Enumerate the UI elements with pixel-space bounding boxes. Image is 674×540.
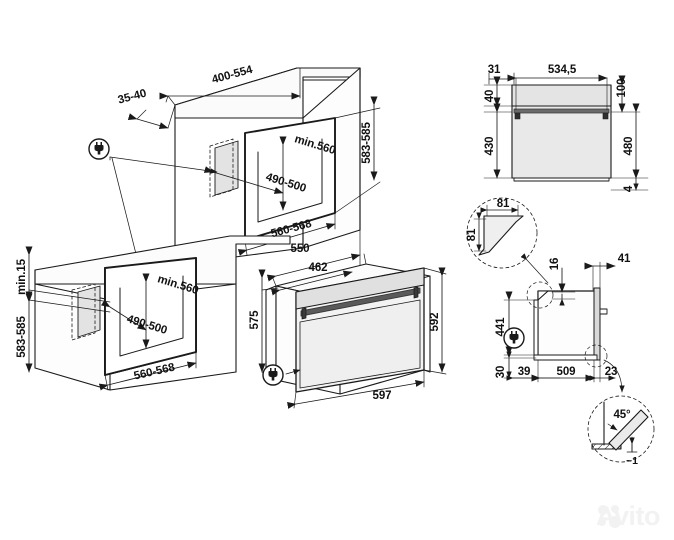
dim-front-overall-height: 480 — [623, 137, 635, 156]
oven-isometric-view — [265, 263, 431, 395]
dim-plan-right-offset: 23 — [605, 366, 618, 378]
dim-plan-side-offset: 41 — [618, 253, 631, 265]
dim-front-bottom-offset: 4 — [623, 185, 635, 192]
plan-view-dimensions — [503, 261, 616, 383]
dim-plan-left-offset: 39 — [518, 366, 531, 378]
dim-front-top-offset: 100 — [616, 79, 628, 98]
dim-corner-vertical: 81 — [466, 228, 478, 241]
dim-front-handle-width: 534,5 — [548, 64, 577, 76]
plug-icon — [503, 327, 525, 349]
dim-plan-front-offset: 30 — [495, 366, 507, 379]
dim-front-panel-height: 40 — [484, 90, 496, 103]
dim-front-door-height: 430 — [484, 137, 496, 156]
front-view-dimensions — [483, 72, 649, 191]
dim-angle-value: 45° — [613, 409, 631, 421]
angle-detail-view — [587, 395, 655, 463]
corner-detail-view — [466, 197, 538, 269]
dim-lower-top-clearance: min.15 — [16, 258, 28, 295]
corner-detail-dimensions — [473, 204, 549, 284]
dim-plan-inner-depth: 441 — [495, 317, 507, 337]
dim-upper-gap: 35-40 — [117, 88, 148, 107]
dim-front-left-offset: 31 — [488, 64, 501, 76]
upper-cabinet-dimensions — [127, 67, 381, 293]
dim-lower-front-height: 583-585 — [16, 316, 28, 358]
plan-view — [526, 281, 625, 393]
under-counter-dimensions — [25, 246, 197, 391]
watermark: Avito — [596, 503, 661, 530]
upper-cabinet-view — [174, 67, 361, 266]
dim-angle-thickness: ~1 — [626, 455, 638, 467]
dim-plan-body-width: 509 — [557, 366, 576, 378]
dim-oven-depth-body: 462 — [309, 262, 328, 274]
front-view — [511, 84, 612, 182]
dim-oven-depth-total: 550 — [291, 243, 310, 255]
avito-logo-icon — [598, 505, 621, 528]
dim-upper-front-height: 583-585 — [361, 122, 373, 164]
plug-icon — [88, 138, 110, 160]
dim-oven-front-height: 592 — [429, 313, 441, 332]
plug-icon — [262, 364, 284, 386]
under-counter-cabinet-view — [34, 235, 291, 391]
dim-corner-horizontal: 81 — [497, 198, 510, 210]
dim-plan-rear-offset: 16 — [549, 258, 561, 271]
dim-oven-body-height: 575 — [249, 310, 261, 330]
dim-oven-front-width: 597 — [373, 390, 392, 402]
